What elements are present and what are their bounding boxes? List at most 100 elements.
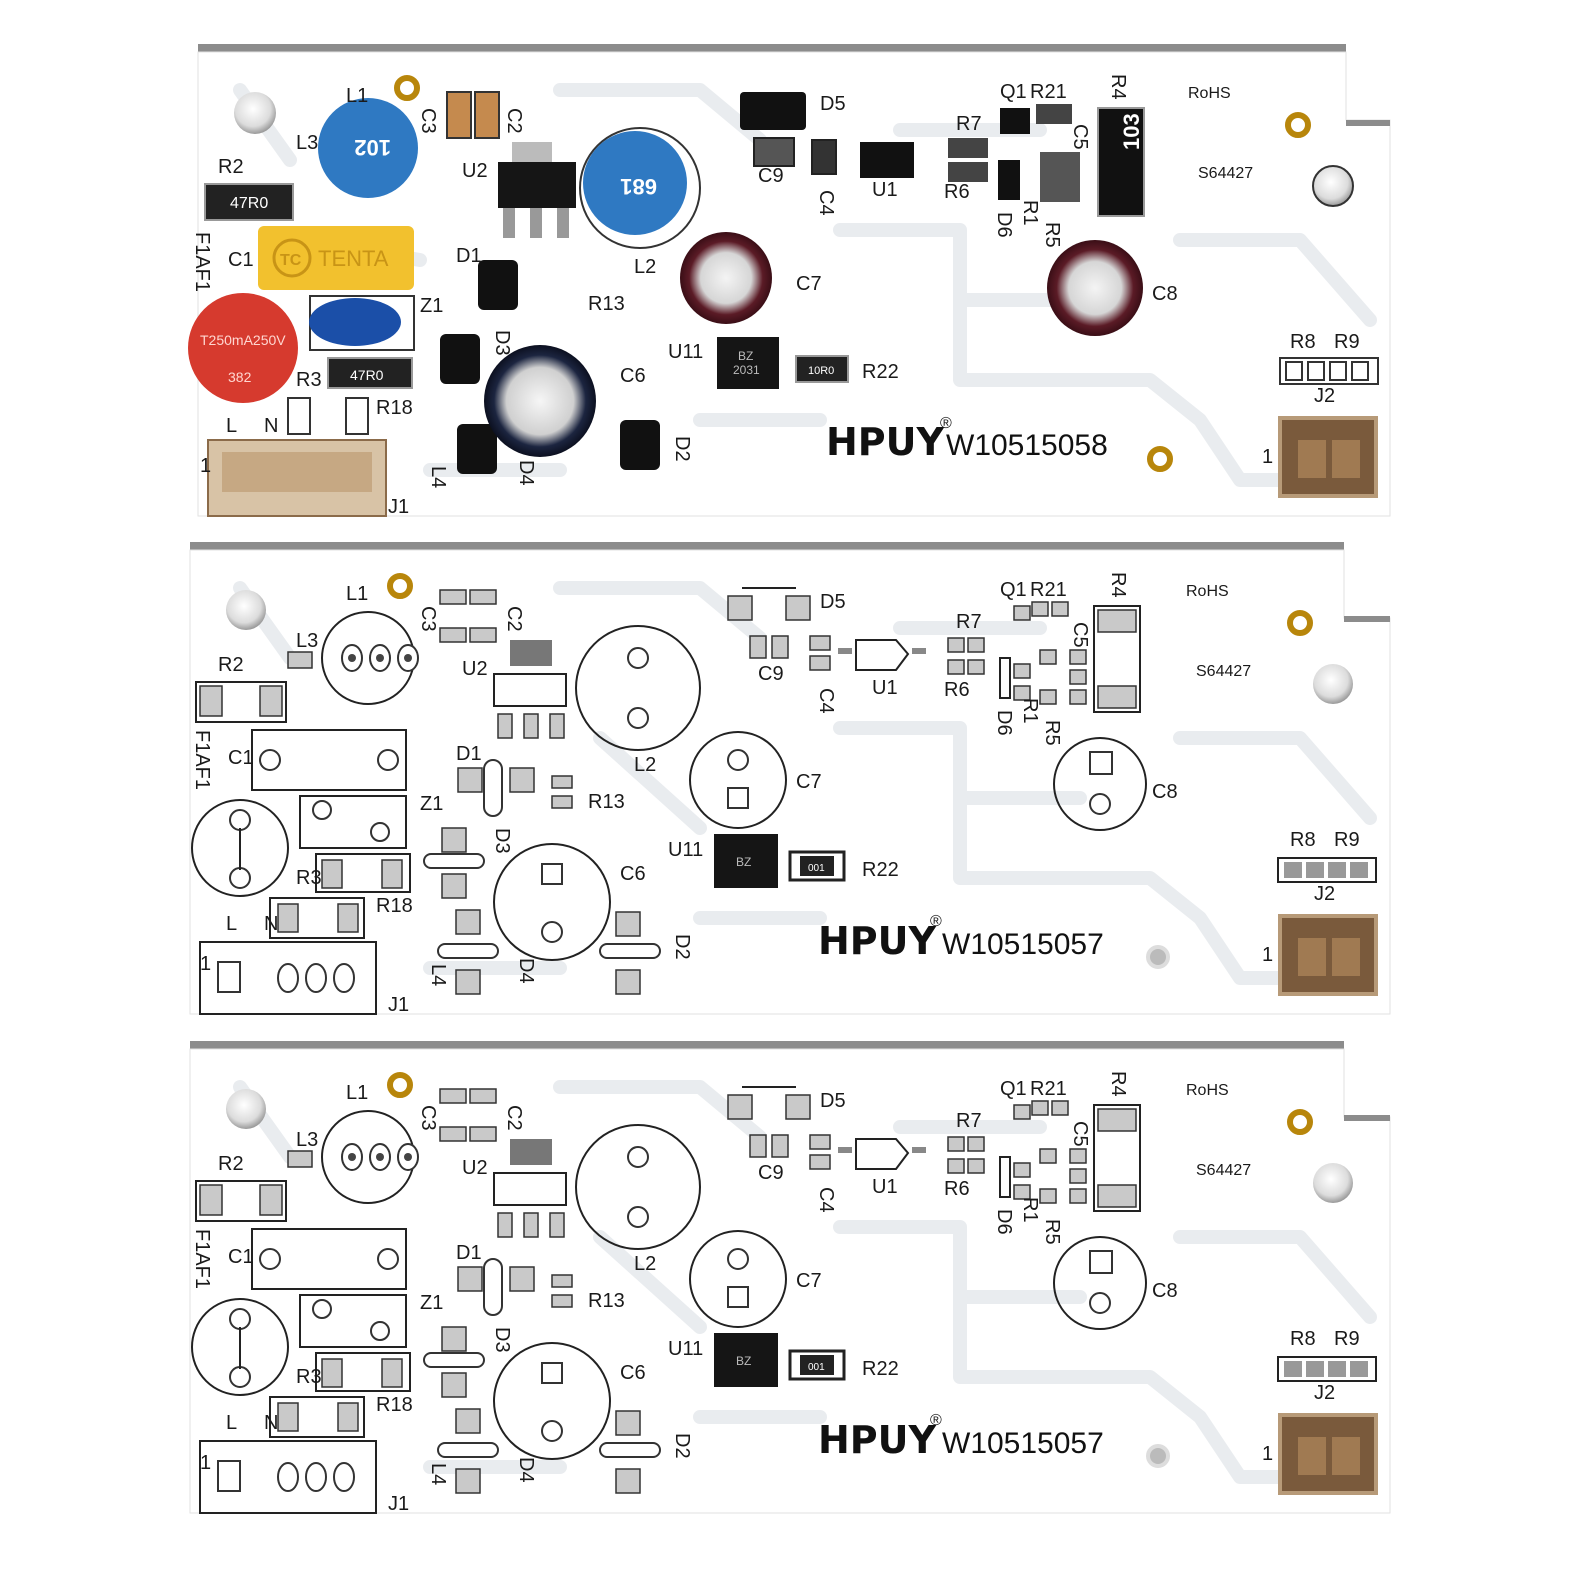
component-label: L1 [346,583,368,605]
component-label: C2 [503,108,525,134]
board-edge [190,1041,1344,1049]
component-label: Q1 [1000,1078,1027,1100]
component-label: R21 [1030,579,1067,601]
component-label: D5 [820,591,846,613]
svg-text:681: 681 [620,174,657,199]
board-1-gold-pad [394,75,420,101]
component-label: L4 [427,964,449,986]
board-1-c8-capacitor [1047,240,1143,336]
mount-hole [226,1089,266,1129]
component-label: J1 [388,1493,409,1515]
component-label: F1AF1 [191,1229,213,1289]
component-label: U1 [872,1176,898,1198]
component-label: L3 [296,132,318,154]
board-1-r2-value: 47R0 [230,195,268,212]
component-label: L1 [346,85,368,107]
component-label: R2 [218,156,244,178]
component-label: L [226,913,237,935]
component-label: C4 [815,1187,837,1213]
component-label: C1 [228,249,254,271]
component-label: D3 [491,828,513,854]
serial: S64427 [1196,663,1251,680]
component-label: Z1 [420,1292,443,1314]
component-label: R18 [376,397,413,419]
svg-text:BZ: BZ [738,349,753,363]
component-label: R13 [588,293,625,315]
component-label: Q1 [1000,81,1027,103]
component-label: R21 [1030,1078,1067,1100]
board-1-serial: S64427 [1198,165,1253,182]
component-label: C6 [620,365,646,387]
board-1-u11-chip [717,337,779,389]
board-1: 47R0 102 681 TC TENTA T250mA250V 382 47R… [188,44,1391,518]
board-1-fuse [188,293,298,403]
component-label: R13 [588,1290,625,1312]
board-1-j2-connector [1278,416,1378,498]
svg-text:47R0: 47R0 [350,367,384,383]
component-label: J1 [388,994,409,1016]
svg-text:®: ® [930,1412,942,1429]
component-label: R22 [862,1358,899,1380]
component-label: D1 [456,245,482,267]
component-label: D3 [491,1327,513,1353]
u11-chip [714,1333,778,1387]
brand: HPUY [818,1418,937,1462]
rohs: RoHS [1186,583,1229,600]
component-label: 1 [200,1452,211,1474]
component-label: C5 [1069,1121,1091,1147]
component-label: U11 [668,341,703,363]
component-label: L2 [634,754,656,776]
svg-text:10R0: 10R0 [808,365,834,377]
board-1-mount-hole-left [234,92,276,134]
component-label: D5 [820,1090,846,1112]
component-label: R1 [1019,1197,1041,1223]
component-label: C9 [758,165,784,187]
component-label: C8 [1152,1280,1178,1302]
component-label: U2 [462,160,488,182]
component-label: 1 [200,953,211,975]
gold-pad [387,1072,413,1098]
svg-text:BZ: BZ [736,855,751,869]
component-label: C7 [796,771,822,793]
component-label: R18 [376,895,413,917]
component-label: R4 [1107,74,1129,100]
svg-text:2031: 2031 [733,363,760,377]
component-label: D4 [515,958,537,984]
component-label: J2 [1314,1382,1335,1404]
component-label: N [264,1412,278,1434]
component-label: R22 [862,859,899,881]
component-label: R2 [218,654,244,676]
component-label: D2 [671,1433,693,1459]
svg-text:001: 001 [808,863,825,874]
j2-connector [1278,914,1378,996]
board-1-gold-pad [1285,112,1311,138]
component-label: D2 [671,436,693,462]
svg-text:BZ: BZ [736,1354,751,1368]
component-label: R8 [1290,829,1316,851]
board-1-z1-varistor [309,298,401,346]
component-label: R7 [956,113,982,135]
component-label: C4 [815,688,837,714]
component-label: R8 [1290,1328,1316,1350]
brand: HPUY [818,919,937,963]
board-1-c6-capacitor [484,345,596,457]
component-label: R3 [296,369,322,391]
component-label: 1 [1262,446,1273,468]
board-edge [190,542,1344,550]
svg-text:®: ® [940,415,952,432]
component-label: C3 [417,1105,439,1131]
component-label: Q1 [1000,579,1027,601]
svg-text:103: 103 [1119,113,1144,150]
component-label: R7 [956,1110,982,1132]
component-label: L3 [296,630,318,652]
gold-pad [1287,1109,1313,1135]
model-number: W10515057 [942,928,1104,961]
component-label: L2 [634,256,656,278]
component-label: C9 [758,663,784,685]
component-label: D3 [491,330,513,356]
board-1-brand: HPUY [826,420,945,464]
component-label: R3 [296,867,322,889]
mount-hole [1313,664,1353,704]
component-label: D6 [993,710,1015,736]
